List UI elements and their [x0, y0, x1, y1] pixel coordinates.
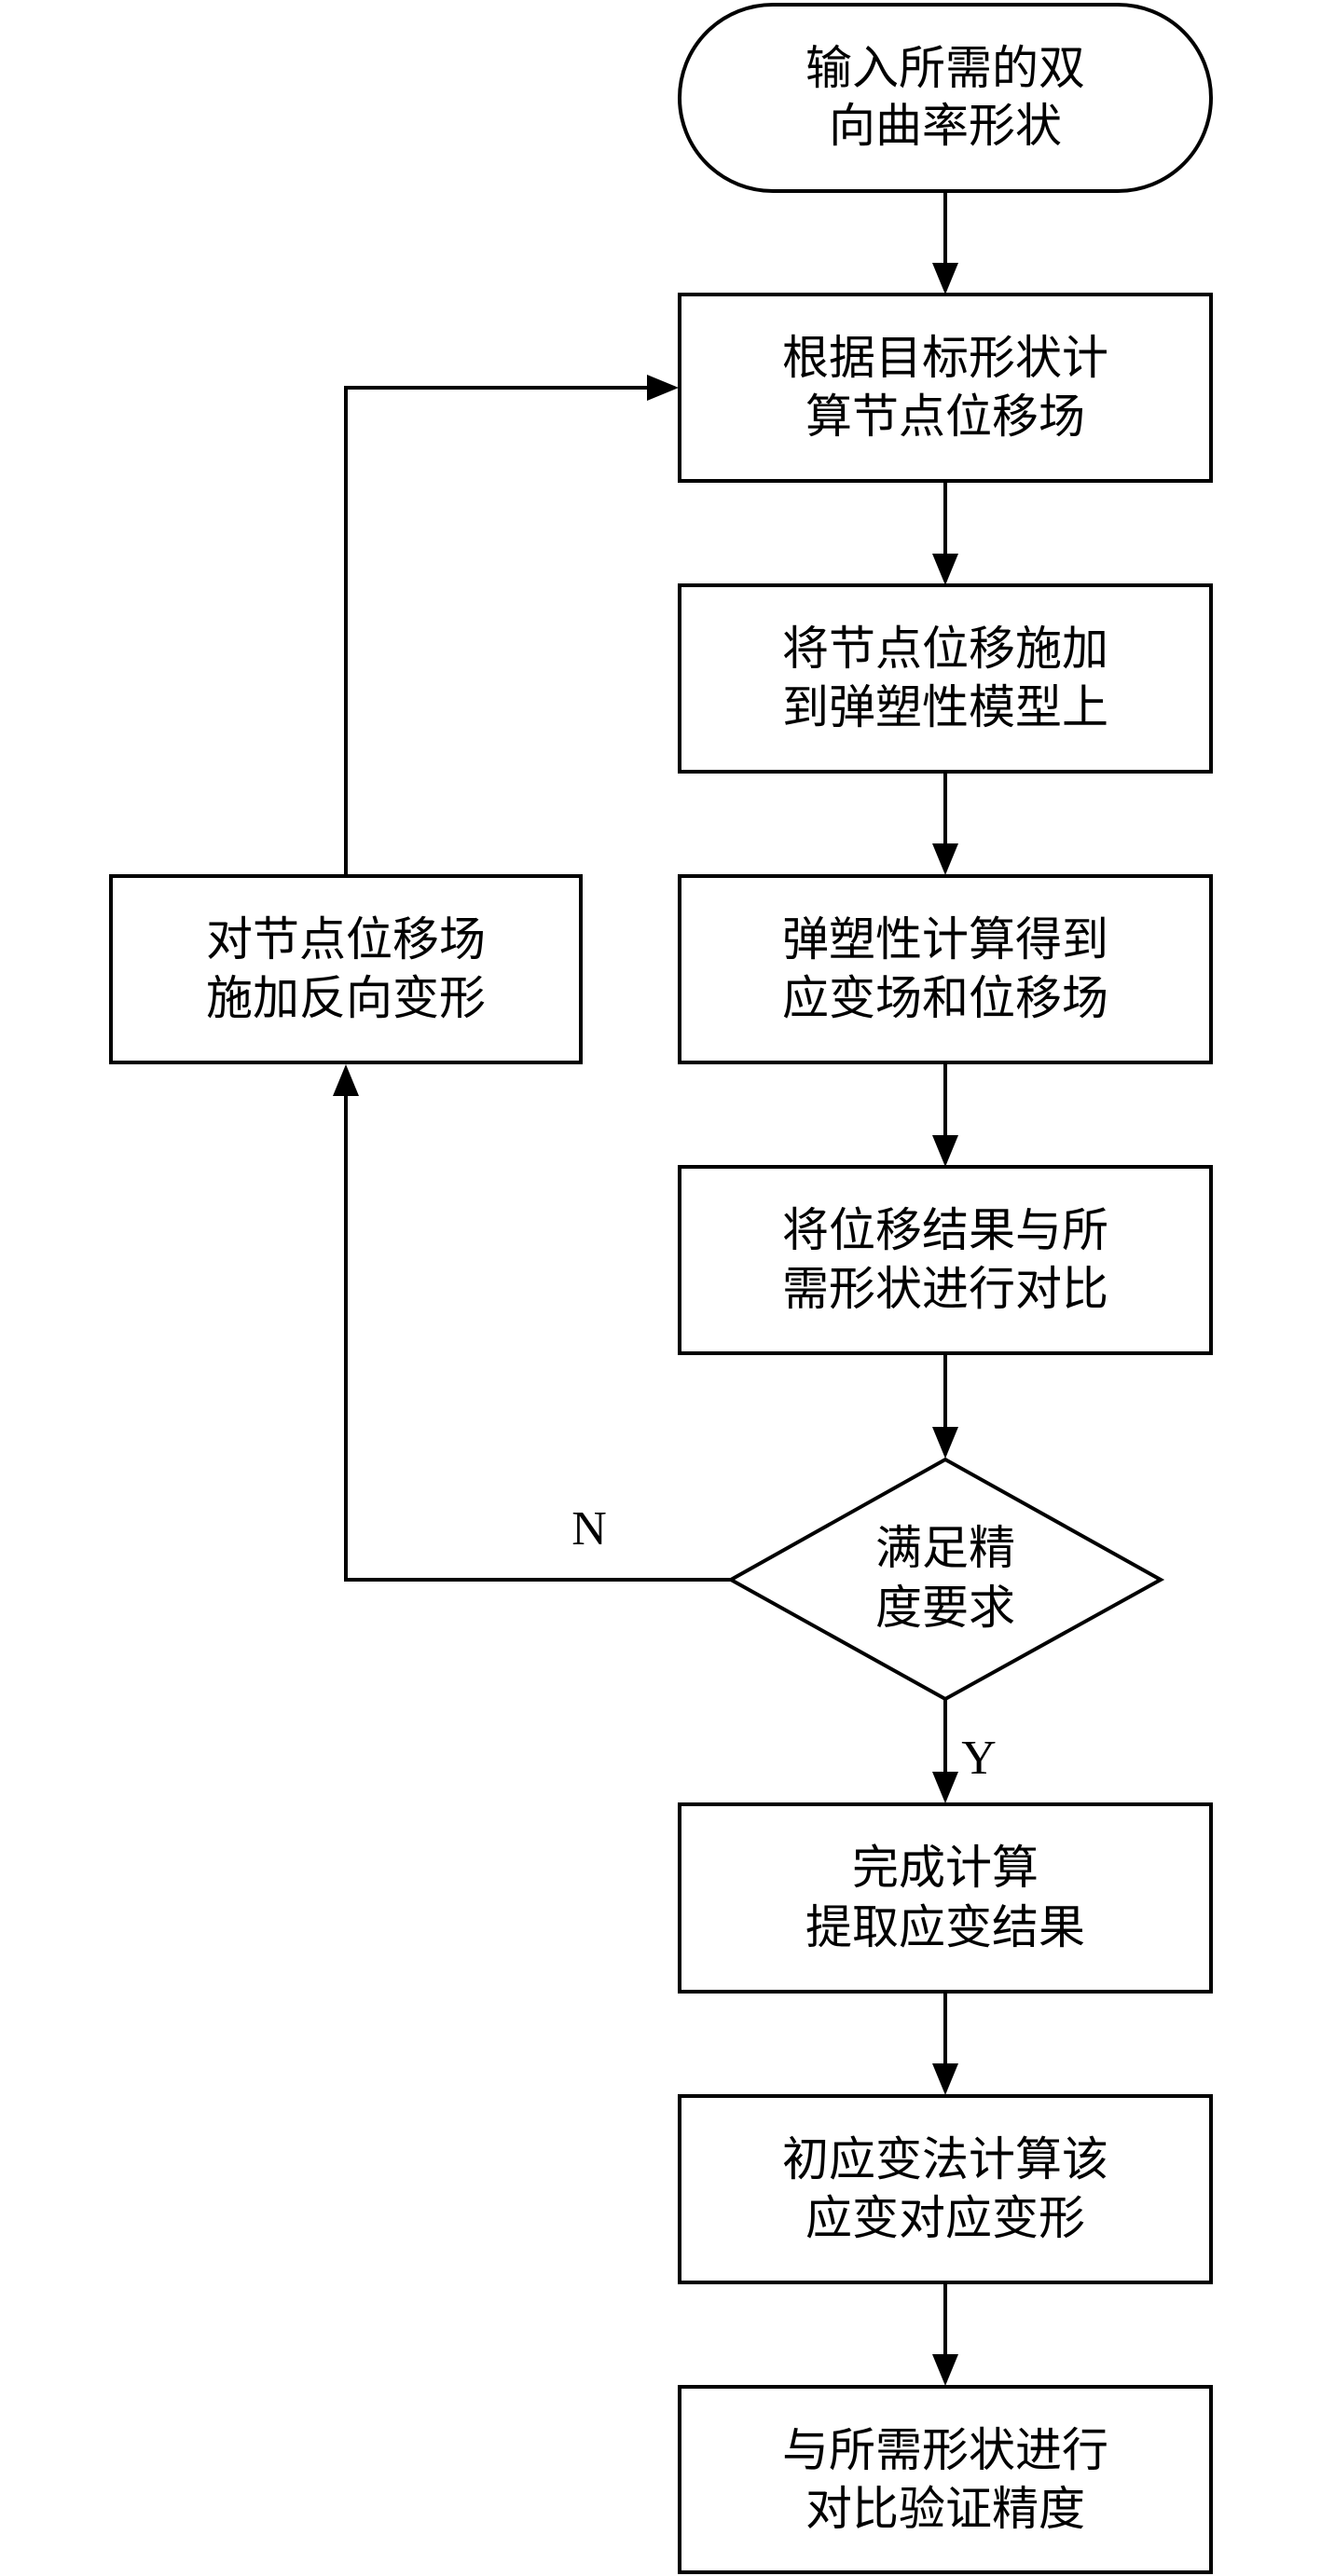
reverse-deform-line-2: 施加反向变形 — [206, 971, 486, 1025]
arrow-decision-to-reverse — [344, 1095, 731, 1582]
arrowhead-reverse-to-compute — [647, 375, 679, 401]
node-reverse-deform: 对节点位移场 施加反向变形 — [109, 874, 583, 1064]
edge-label-yes: Y — [961, 1732, 997, 1785]
connectors — [333, 191, 958, 2386]
start-label-line-2: 向曲率形状 — [829, 99, 1062, 153]
arrowhead-decision-to-finish — [932, 1772, 958, 1803]
inherent-strain-line-2: 应变对应变形 — [805, 2191, 1085, 2245]
verify-accuracy-line-2: 对比验证精度 — [805, 2482, 1085, 2536]
node-elastoplastic-calc: 弹塑性计算得到 应变场和位移场 — [678, 874, 1213, 1064]
start-label-line-1: 输入所需的双 — [805, 41, 1085, 95]
compare-shape-box — [678, 1165, 1213, 1355]
edge-label-no: N — [571, 1502, 607, 1555]
node-compute-displacement: 根据目标形状计 算节点位移场 — [678, 293, 1213, 483]
start-terminal — [678, 3, 1213, 193]
node-compare-shape: 将位移结果与所 需形状进行对比 — [678, 1165, 1213, 1355]
accuracy-check-line-1: 满足精 — [875, 1521, 1015, 1575]
node-inherent-strain: 初应变法计算该 应变对应变形 — [678, 2094, 1213, 2284]
verify-accuracy-box — [678, 2385, 1213, 2574]
finish-calc-box — [678, 1802, 1213, 1994]
node-accuracy-check: 满足精 度要求 — [726, 1457, 1165, 1702]
accuracy-check-diamond — [726, 1457, 1165, 1702]
compare-shape-line-2: 需形状进行对比 — [782, 1262, 1108, 1316]
accuracy-check-line-2: 度要求 — [875, 1581, 1015, 1635]
arrowhead-start-to-compute — [932, 263, 958, 295]
reverse-deform-box — [109, 874, 583, 1064]
finish-calc-line-2: 提取应变结果 — [805, 1900, 1085, 1954]
finish-calc-line-1: 完成计算 — [852, 1841, 1039, 1895]
apply-displacement-line-2: 到弹塑性模型上 — [782, 680, 1108, 734]
arrowhead-compare-to-decision — [932, 1427, 958, 1459]
compare-shape-line-1: 将位移结果与所 — [782, 1203, 1108, 1257]
node-finish-calc: 完成计算 提取应变结果 — [678, 1802, 1213, 1994]
node-start: 输入所需的双 向曲率形状 — [678, 3, 1213, 193]
arrowhead-compute-to-apply — [932, 554, 958, 585]
elastoplastic-calc-box — [678, 874, 1213, 1064]
inherent-strain-line-1: 初应变法计算该 — [782, 2132, 1108, 2186]
elastoplastic-calc-line-1: 弹塑性计算得到 — [782, 912, 1108, 966]
node-apply-displacement: 将节点位移施加 到弹塑性模型上 — [678, 583, 1213, 774]
reverse-deform-line-1: 对节点位移场 — [206, 912, 486, 966]
arrow-reverse-to-compute — [344, 386, 648, 874]
verify-accuracy-line-1: 与所需形状进行 — [782, 2423, 1108, 2477]
node-verify-accuracy: 与所需形状进行 对比验证精度 — [678, 2385, 1213, 2574]
apply-displacement-line-1: 将节点位移施加 — [782, 622, 1108, 676]
arrowhead-apply-to-elastoplastic — [932, 843, 958, 875]
apply-displacement-box — [678, 583, 1213, 774]
arrowhead-elastoplastic-to-compare — [932, 1135, 958, 1167]
compute-displacement-box — [678, 293, 1213, 483]
arrowhead-finish-to-inherent — [932, 2063, 958, 2095]
arrowhead-decision-to-reverse — [333, 1064, 359, 1096]
elastoplastic-calc-line-2: 应变场和位移场 — [782, 971, 1108, 1025]
compute-displacement-line-2: 算节点位移场 — [805, 390, 1085, 444]
arrowhead-inherent-to-verify — [932, 2354, 958, 2386]
compute-displacement-line-1: 根据目标形状计 — [782, 331, 1108, 385]
inherent-strain-box — [678, 2094, 1213, 2284]
